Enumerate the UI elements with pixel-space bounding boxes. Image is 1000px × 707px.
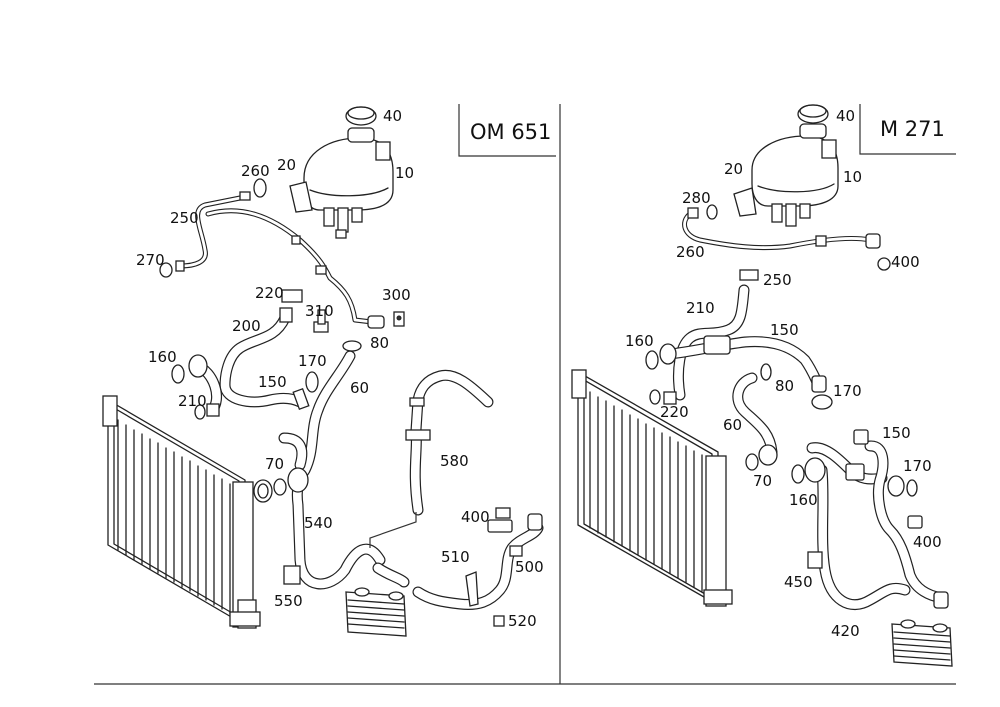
label-540: 540: [304, 514, 333, 532]
label-70: 70: [265, 455, 284, 473]
label-220: 220: [255, 284, 284, 302]
engine-title-om651: OM 651: [470, 120, 551, 144]
hose-60-540-left: [273, 340, 386, 590]
label-250: 260: [676, 243, 705, 261]
label-280: 400: [891, 253, 920, 271]
vent-line-left: [159, 178, 405, 329]
label-20: 20: [277, 156, 296, 174]
label-150b: 150: [882, 424, 911, 442]
label-10: 10: [843, 168, 862, 186]
label-420: 420: [831, 622, 860, 640]
label-250: 250: [170, 209, 199, 227]
bolt-310-left: [313, 309, 329, 333]
label-160a: 160: [625, 332, 654, 350]
label-80: 80: [370, 334, 389, 352]
label-150a: 150: [770, 321, 799, 339]
hose-500-left: [283, 507, 544, 627]
label-210: 220: [660, 403, 689, 421]
engine-title-m271: M 271: [880, 117, 945, 141]
label-200: 200: [232, 317, 261, 335]
label-500: 500: [515, 558, 544, 576]
label-60: 60: [350, 379, 369, 397]
expansion-tank-right: [733, 104, 839, 227]
label-550: 550: [274, 592, 303, 610]
radiator-right: [571, 369, 733, 607]
label-310: 310: [305, 302, 334, 320]
label-260: 260: [241, 162, 270, 180]
hose-580-left: [369, 369, 494, 548]
label-160: 160: [148, 348, 177, 366]
expansion-tank-left: [289, 106, 394, 239]
label-580: 580: [440, 452, 469, 470]
label-170a: 170: [833, 382, 862, 400]
label-40: 40: [383, 107, 402, 125]
label-60: 60: [723, 416, 742, 434]
label-170: 170: [298, 352, 327, 370]
label-40: 40: [836, 107, 855, 125]
label-220: 250: [763, 271, 792, 289]
label-400: 400: [461, 508, 490, 526]
label-270: 270: [136, 251, 165, 269]
label-300: 300: [382, 286, 411, 304]
hoses-lower-right: [791, 429, 949, 611]
label-160b: 160: [789, 491, 818, 509]
labels-om651: 40 10 20 260 250 270 220 300 310 200 80 …: [136, 107, 544, 630]
vent-line-right: [682, 204, 891, 281]
label-260: 280: [682, 189, 711, 207]
label-20: 20: [724, 160, 743, 178]
hose-60-80-right: [732, 363, 778, 471]
labels-m271: 40 10 20 280 260 400 250 210 150 160 80 …: [625, 107, 942, 640]
label-520: 520: [508, 612, 537, 630]
label-10: 10: [395, 164, 414, 182]
label-400: 400: [913, 533, 942, 551]
label-200: 210: [686, 299, 715, 317]
label-170b: 170: [903, 457, 932, 475]
label-510: 510: [441, 548, 470, 566]
hoses-200-150-left: [171, 289, 319, 420]
label-80: 80: [775, 377, 794, 395]
panel-m271: M 271: [571, 104, 953, 667]
hoses-200-150-right: [645, 284, 833, 410]
label-450: 450: [784, 573, 813, 591]
radiator-left: [102, 395, 273, 629]
label-150: 150: [258, 373, 287, 391]
oil-cooler-left: [345, 562, 410, 637]
label-210: 210: [178, 392, 207, 410]
panel-om651: OM 651: [102, 106, 551, 637]
oil-cooler-right: [891, 619, 953, 667]
diagram-frame: [94, 104, 956, 685]
label-70: 70: [753, 472, 772, 490]
